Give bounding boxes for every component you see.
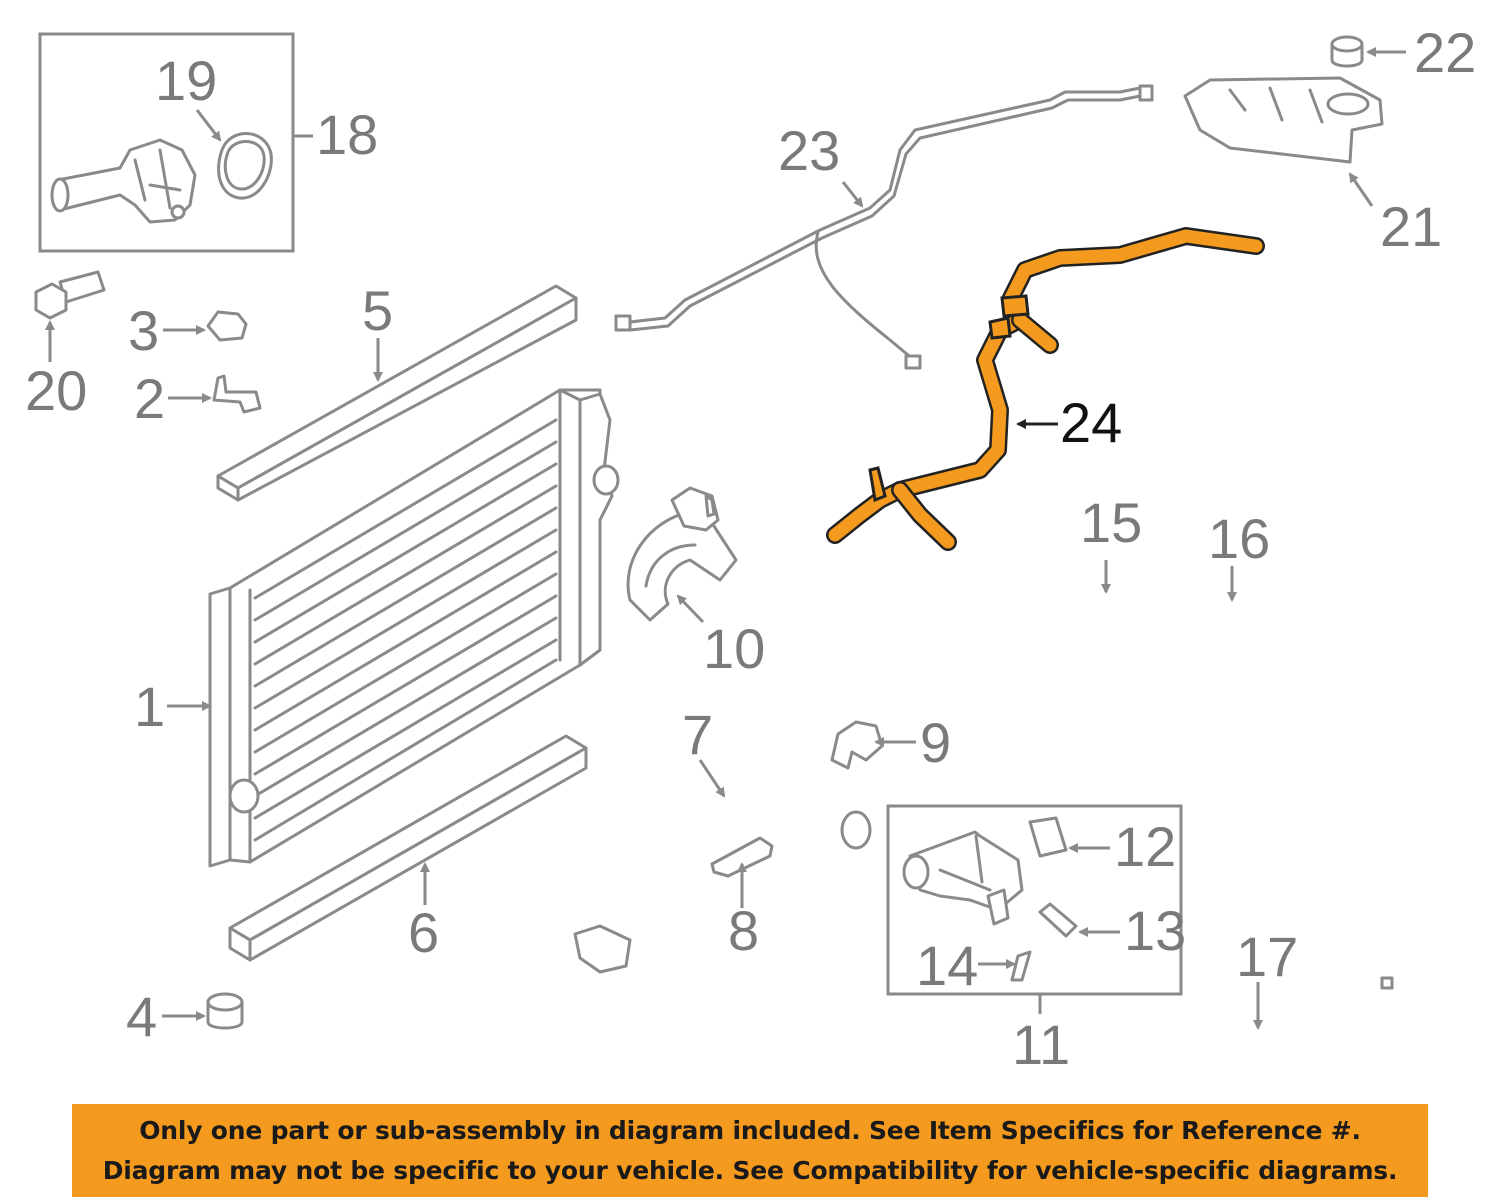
label-2: 2 bbox=[134, 367, 165, 430]
sensor-13-part bbox=[1038, 902, 1078, 938]
lower-hose-part bbox=[573, 777, 872, 974]
label-23: 23 bbox=[778, 119, 840, 182]
label-13: 13 bbox=[1124, 899, 1186, 962]
label-9: 9 bbox=[920, 711, 951, 774]
label-15: 15 bbox=[1080, 491, 1142, 554]
radiator-part bbox=[208, 388, 620, 868]
bolt-part bbox=[34, 270, 106, 320]
mount-part bbox=[206, 992, 244, 1030]
label-11: 11 bbox=[1012, 1013, 1070, 1076]
thermostat-gasket-part bbox=[217, 132, 273, 200]
label-14: 14 bbox=[916, 934, 978, 997]
label-19: 19 bbox=[155, 49, 217, 112]
outlet-hose-part bbox=[626, 486, 738, 622]
hose-15-part bbox=[1007, 587, 1180, 758]
lower-seal-part bbox=[228, 734, 588, 962]
cap-12-part bbox=[1028, 816, 1068, 858]
hose-16-part bbox=[1207, 601, 1257, 655]
clip-part bbox=[206, 310, 248, 342]
label-8: 8 bbox=[728, 899, 759, 962]
label-17: 17 bbox=[1236, 925, 1298, 988]
water-outlet-box bbox=[886, 804, 1183, 996]
label-6: 6 bbox=[408, 901, 439, 964]
clamp-part bbox=[830, 720, 884, 770]
disclaimer-line-1: Only one part or sub-assembly in diagram… bbox=[139, 1116, 1361, 1145]
label-12: 12 bbox=[1114, 815, 1176, 878]
reservoir-cap-part bbox=[1330, 35, 1364, 68]
clip-14-part bbox=[1010, 950, 1032, 982]
label-4: 4 bbox=[126, 985, 157, 1048]
label-16: 16 bbox=[1208, 507, 1270, 570]
label-24: 24 bbox=[1060, 391, 1122, 454]
thermostat-housing-box bbox=[38, 32, 295, 253]
label-5: 5 bbox=[362, 279, 393, 342]
label-10: 10 bbox=[703, 617, 765, 680]
overflow-line-part bbox=[614, 84, 1154, 370]
disclaimer-line-2: Diagram may not be specific to your vehi… bbox=[102, 1156, 1398, 1185]
label-3: 3 bbox=[128, 299, 159, 362]
bracket-8-part bbox=[710, 836, 774, 878]
label-21: 21 bbox=[1380, 195, 1442, 258]
disclaimer-banner: Only one part or sub-assembly in diagram… bbox=[72, 1104, 1428, 1197]
coolant-reservoir-part bbox=[1183, 76, 1384, 164]
bracket-part bbox=[212, 374, 262, 414]
heater-hose-part-highlighted bbox=[826, 227, 1265, 551]
bypass-tube-part bbox=[1105, 976, 1394, 1053]
label-7: 7 bbox=[682, 703, 713, 766]
upper-seal-part bbox=[216, 284, 578, 502]
water-outlet-part bbox=[902, 830, 1024, 926]
label-20: 20 bbox=[25, 359, 87, 422]
thermostat-housing-part bbox=[50, 138, 197, 224]
label-18: 18 bbox=[316, 103, 378, 166]
label-1: 1 bbox=[134, 675, 165, 738]
label-22: 22 bbox=[1414, 21, 1476, 84]
